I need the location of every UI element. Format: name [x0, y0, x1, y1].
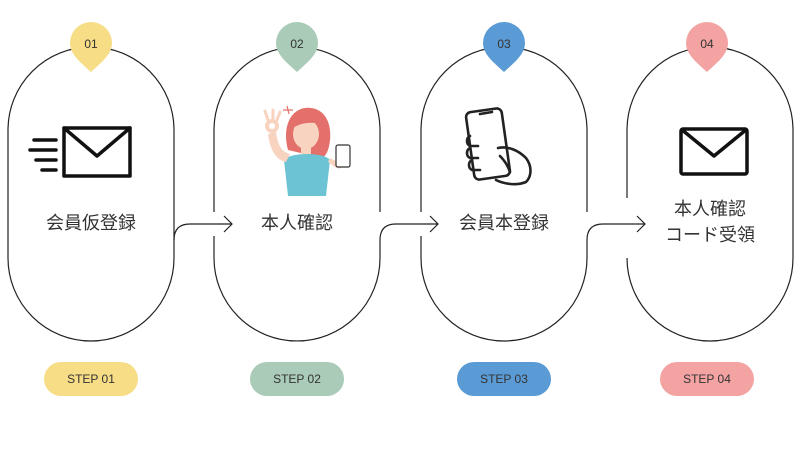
step-4-badge: STEP 04: [660, 362, 754, 396]
step-1-pin: 01: [70, 22, 112, 72]
step-3-card: [420, 46, 588, 342]
email-fast-icon: [28, 126, 132, 178]
envelope-icon: [679, 127, 749, 176]
step-4-label-line-1: 本人確認: [674, 199, 746, 220]
step-2-pin: 02: [276, 22, 318, 72]
step-3-number: 03: [497, 37, 511, 51]
connector-1-2: [173, 198, 233, 258]
step-4-label-line-2: コード受領: [665, 225, 755, 246]
step-2-badge: STEP 02: [250, 362, 344, 396]
woman-ok-phone-illustration: [263, 105, 351, 196]
step-3-pin: 03: [483, 22, 525, 72]
step-4-pin: 04: [686, 22, 728, 72]
step-2-number: 02: [290, 37, 304, 51]
connector-2-3: [379, 198, 439, 258]
step-4-label: 本人確認 コード受領: [627, 197, 793, 249]
step-3-badge: STEP 03: [457, 362, 551, 396]
step-4-number: 04: [700, 37, 714, 51]
smartphone-hand-icon: [464, 107, 532, 186]
step-1-label: 会員仮登録: [46, 213, 136, 234]
step-2-label: 本人確認: [261, 213, 333, 234]
step-1-badge: STEP 01: [44, 362, 138, 396]
step-1-card: [7, 46, 175, 342]
connector-3-4: [586, 198, 646, 258]
step-1-number: 01: [84, 37, 98, 51]
step-3-label: 会員本登録: [459, 213, 549, 234]
step-4-card: [626, 46, 794, 342]
